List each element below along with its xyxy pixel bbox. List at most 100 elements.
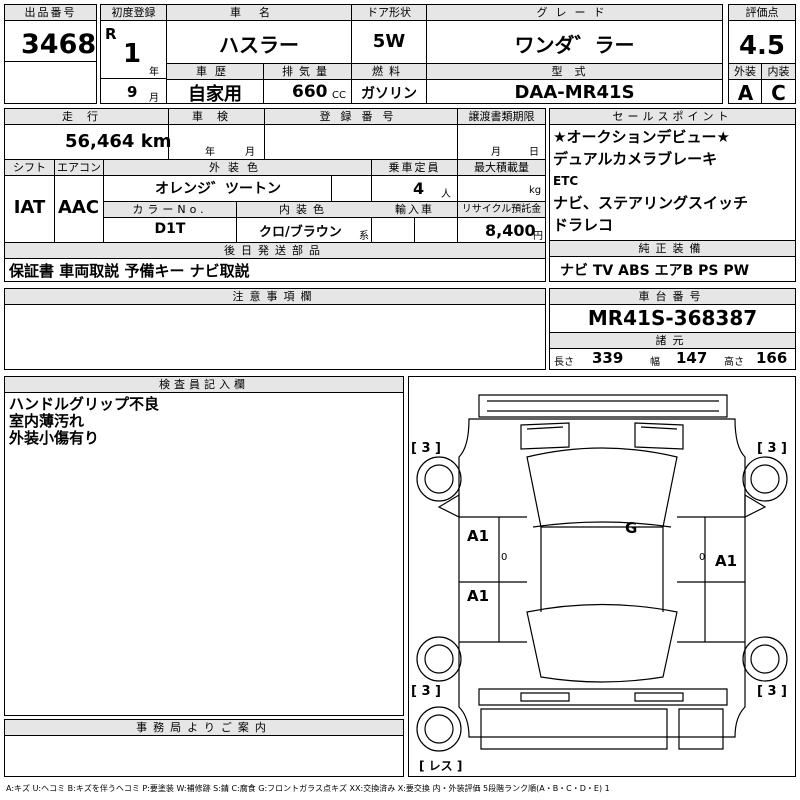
spec-label: 諸元: [550, 332, 795, 349]
recycle-unit: 円: [533, 231, 543, 242]
tire-front-left: [ 3 ]: [411, 441, 441, 456]
sales-points-list: ★オークションデビュー★ デュアルカメラブレーキ ETC ナビ、ステアリングスイ…: [553, 129, 748, 234]
sales-point-3: ETC: [553, 174, 579, 188]
car-diagram-box: [ 3 ] [ 3 ] [ 3 ] [ 3 ] [ レス ] G A1 A1 A…: [408, 376, 796, 777]
displacement-value: 660: [292, 82, 328, 102]
reg-year-unit: 年: [149, 67, 159, 78]
damage-mark-g: G: [625, 519, 638, 537]
details-box: 走行 車検 登録番号 譲渡書類期限 56,464 km 年 月 月 日 シフト …: [4, 108, 546, 282]
transfer-month-unit: 月: [491, 147, 501, 158]
colorno-label: カラーNo.: [104, 202, 237, 218]
later-parts-label: 後日発送部品: [5, 243, 545, 259]
sales-points-label: セールスポイント: [550, 109, 795, 125]
fuel-value: ガソリン: [361, 86, 417, 102]
transfer-day-unit: 日: [529, 147, 539, 158]
model-value: DAA-MR41S: [514, 82, 635, 103]
inspector-line-3: 外装小傷有り: [9, 429, 100, 447]
transfer-label: 譲渡書類期限: [458, 109, 545, 125]
chassis-number: MR41S-368387: [587, 306, 758, 330]
ext-grade: A: [737, 81, 754, 105]
notes-label: 注意事項欄: [5, 289, 545, 305]
cc-unit: CC: [332, 90, 346, 101]
spare-tire: [ レス ]: [419, 759, 463, 773]
chassis-label: 車台番号: [550, 289, 795, 305]
reg-label: 初度登録: [101, 5, 166, 21]
door-handle-mark-left: 0: [501, 552, 508, 563]
car-name-label: 車名: [167, 5, 351, 21]
score-box: 評価点 4.5 外装 内装 A C: [728, 4, 796, 105]
car-name: ハスラー: [219, 33, 299, 57]
ac-value: AAC: [57, 197, 100, 218]
ac-label: エアコン: [55, 160, 104, 176]
load-unit: kg: [529, 185, 542, 196]
seats-value: 4: [413, 179, 425, 198]
reg-era: R: [105, 25, 117, 43]
inspector-line-2: 室内薄汚れ: [9, 412, 85, 430]
seats-label: 乗車定員: [372, 160, 458, 176]
exterior-color: オレンジ゛ツートン: [155, 181, 281, 197]
equipment-label: 純正装備: [550, 241, 795, 257]
load-label: 最大積載量: [458, 160, 545, 176]
score-value: 4.5: [738, 31, 786, 61]
ext-grade-label: 外装: [729, 64, 762, 80]
color-label: 外装色: [104, 160, 372, 176]
name-box: 車名 ハスラー: [166, 4, 352, 64]
chassis-box: 車台番号 MR41S-368387 諸元 長さ 339 幅 147 高さ 166: [549, 288, 796, 370]
seats-unit: 人: [441, 189, 451, 200]
door-label: ドア形状: [352, 5, 426, 21]
office-box: 事務局よりご案内: [4, 719, 404, 777]
length-label: 長さ: [554, 357, 574, 368]
interior-color: クロ/ブラウン: [259, 225, 342, 240]
tire-front-right: [ 3 ]: [757, 441, 787, 456]
history-value: 自家用: [188, 84, 242, 105]
door-type: 5W: [372, 31, 406, 52]
reg-month: 9: [127, 83, 138, 101]
grade-value: ワンダ゛ラー: [514, 33, 635, 57]
history-box: 車歴 自家用: [166, 63, 264, 105]
reg-month-unit: 月: [149, 93, 159, 104]
damage-mark-a1-rear-left: A1: [467, 587, 490, 605]
mileage-value: 56,464 km: [65, 131, 172, 152]
intcolor-label: 内装色: [237, 202, 372, 218]
width-value: 147: [676, 349, 708, 367]
fuel-box: 燃料 ガソリン: [351, 63, 427, 104]
reg-year: 1: [123, 39, 142, 69]
sales-point-1: ★オークションデビュー★: [553, 128, 730, 146]
height-label: 高さ: [724, 357, 744, 368]
int-grade-label: 内装: [762, 64, 795, 80]
inspector-box: 検査員記入欄 ハンドルグリップ不良 室内薄汚れ 外装小傷有り: [4, 376, 404, 716]
tire-rear-right: [ 3 ]: [757, 684, 787, 699]
notes-box: 注意事項欄: [4, 288, 546, 370]
shift-label: シフト: [5, 160, 55, 176]
inspector-notes: ハンドルグリップ不良 室内薄汚れ 外装小傷有り: [9, 396, 159, 447]
color-number: D1T: [154, 221, 186, 237]
tire-rear-left: [ 3 ]: [411, 684, 441, 699]
sales-point-5: ドラレコ: [553, 216, 614, 234]
model-box: 型式 DAA-MR41S: [426, 63, 723, 104]
insp-month-unit: 月: [245, 147, 255, 158]
sales-points-box: セールスポイント ★オークションデビュー★ デュアルカメラブレーキ ETC ナビ…: [549, 108, 796, 241]
displacement-box: 排気量 660 CC: [263, 63, 352, 104]
sales-point-2: デュアルカメラブレーキ: [553, 150, 718, 168]
insp-year-unit: 年: [205, 147, 215, 158]
fuel-label: 燃料: [352, 64, 426, 80]
door-box: ドア形状 5W: [351, 4, 427, 64]
inspector-line-1: ハンドルグリップ不良: [9, 395, 160, 413]
door-handle-mark-right: 0: [699, 552, 706, 563]
equipment-box: 純正装備 ナビ TV ABS エアB PS PW: [549, 240, 796, 282]
lot-label: 出品番号: [5, 5, 96, 21]
regno-label: 登録番号: [265, 109, 458, 125]
interior-color-suffix: 系: [359, 231, 369, 242]
height-value: 166: [756, 349, 788, 367]
score-label: 評価点: [729, 5, 795, 21]
recycle-label: リサイクル預託金: [458, 202, 545, 218]
model-label: 型式: [427, 64, 722, 80]
equipment-value: ナビ TV ABS エアB PS PW: [560, 263, 750, 279]
inspector-label: 検査員記入欄: [5, 377, 403, 393]
import-label: 輸入車: [372, 202, 458, 218]
lot-box: 出品番号 3468: [4, 4, 97, 104]
grade-box: グレード ワンダ゛ラー: [426, 4, 723, 64]
int-grade: C: [771, 81, 786, 105]
length-value: 339: [592, 349, 624, 367]
inspection-label: 車検: [169, 109, 265, 125]
